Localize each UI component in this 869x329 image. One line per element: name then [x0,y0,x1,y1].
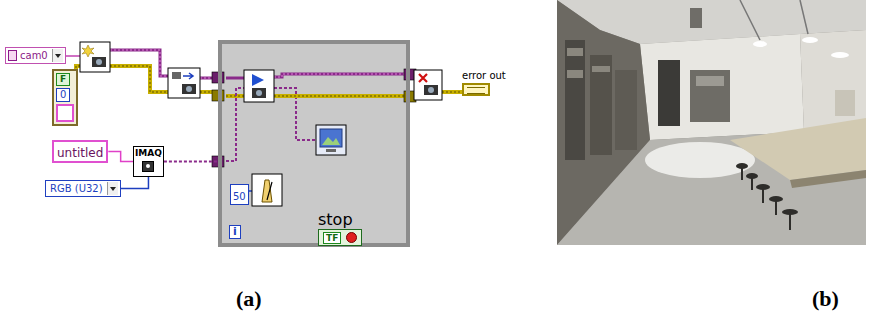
imaq-node: IMAQ [133,146,164,177]
configure-grab-icon [168,68,200,98]
num-node: 50 [230,184,249,205]
stop-node: stopTF [318,210,362,246]
panel-caption: (b) [812,286,839,312]
lens-glyph [146,164,150,168]
dropdown-arrow [110,187,116,191]
open-camera-icon [80,42,110,72]
stop-button: TF [318,229,362,246]
cam-node: cam0 [5,47,66,64]
errout-node: error out [462,70,506,96]
ring-node: RGB (U32) [45,180,121,197]
loop-node: i 50 stopTF [218,40,410,247]
control-label: stop [318,210,362,229]
empty-string-constant [56,104,74,122]
wire-line [121,177,149,189]
numeric-constant: 0 [56,88,70,102]
wire [108,152,133,162]
iteration-terminal: i [229,225,241,239]
io-name-text: cam0 [18,50,50,61]
loop-tunnels [212,69,416,167]
camera-photo [557,0,866,245]
dropdown-button [107,182,118,195]
wire-line [108,152,133,162]
image-display-icon [316,125,346,155]
grab-icon [244,70,274,102]
indicator-label: error out [462,70,506,82]
constant-text: untitled [57,146,103,160]
stop-led [346,232,357,243]
cluster-node: F0 [52,69,78,126]
constant-text: 50 [233,191,246,202]
wire [164,161,218,162]
vi-icon-text: IMAQ [135,148,162,159]
cluster-glyph [467,87,485,94]
ring-constant-text: RGB (U32) [48,183,105,194]
wire-line [164,161,218,163]
io-name-icon [8,50,17,61]
panel-caption: (a) [236,286,262,312]
camera-glyph [142,161,154,172]
boolean-terminal-text: TF [323,232,341,244]
wire [121,177,149,189]
boolean-constant: F [56,73,70,86]
dropdown-button [52,49,63,62]
error-cluster-indicator [462,83,490,96]
close-camera-icon [414,70,442,100]
loop-ground [220,42,408,245]
wait-icon [252,174,282,206]
str-node: untitled [52,140,108,163]
dropdown-arrow [55,54,61,58]
